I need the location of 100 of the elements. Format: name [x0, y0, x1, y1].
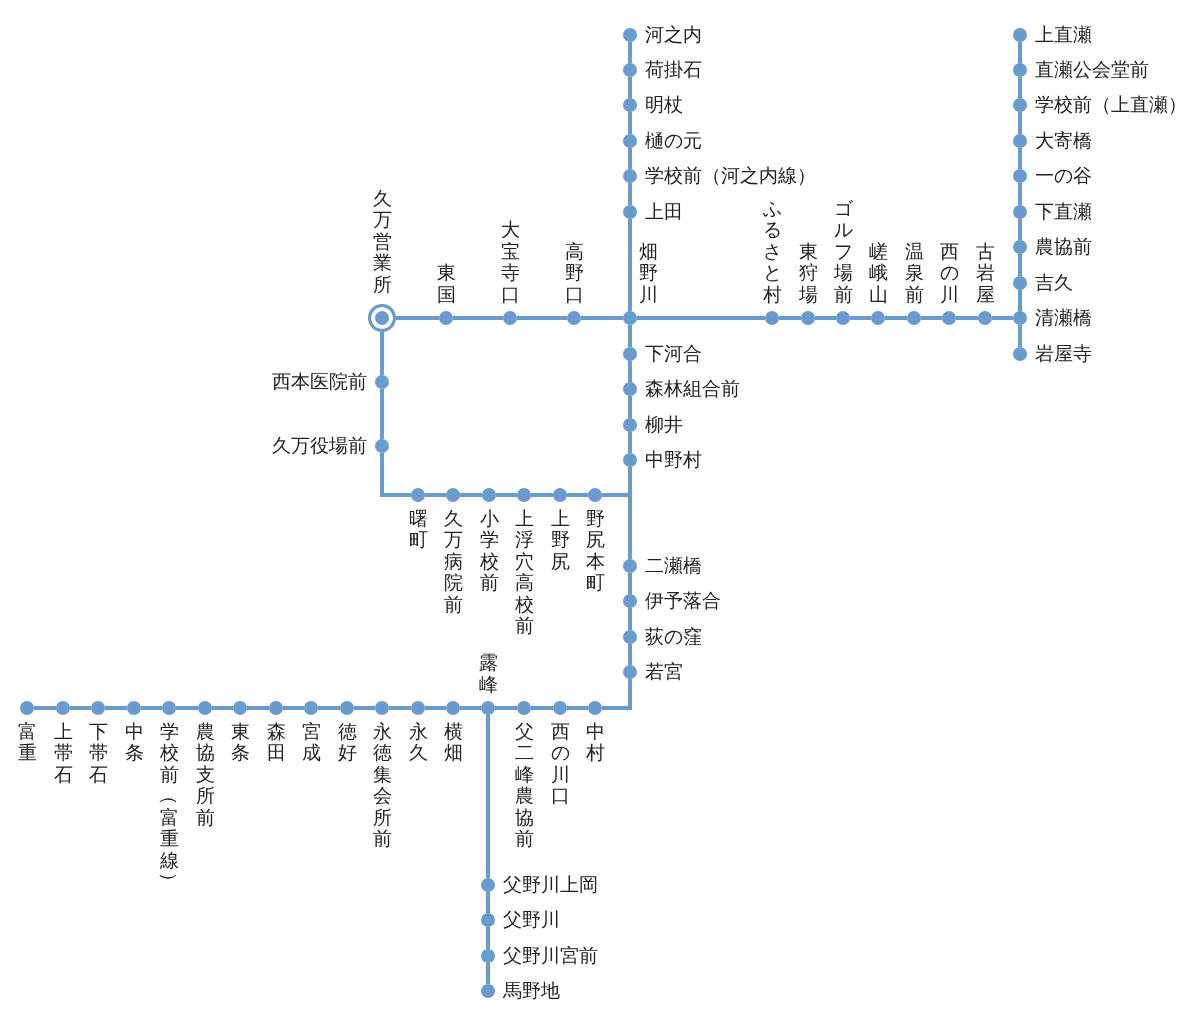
route-line: [486, 963, 490, 984]
station-name: 東条: [230, 721, 250, 764]
route-line: [496, 493, 517, 497]
route-line: [283, 706, 304, 710]
station-name: 学校前（上直瀬）: [1035, 94, 1187, 116]
station-name: 上浮穴高校前: [514, 508, 534, 637]
station-name: 農協支所前: [195, 721, 215, 829]
station-name: 直瀬公会堂前: [1035, 59, 1149, 81]
station-name: 曙町: [408, 508, 428, 551]
route-line: [380, 453, 411, 497]
route-line: [1018, 112, 1022, 134]
route-line: [1018, 219, 1022, 240]
station-name: 父二峰農協前: [514, 721, 534, 850]
station-name: 久万営業所: [372, 187, 392, 295]
route-line: [956, 316, 978, 320]
station-name: 小学校前: [479, 508, 499, 594]
station-name: 下河合: [645, 343, 702, 365]
route-line: [628, 148, 632, 169]
route-line: [247, 706, 269, 710]
station-name: 伊予落合: [645, 590, 721, 612]
station-name: 父野川: [503, 909, 560, 931]
station-name: 清瀬橋: [1035, 307, 1092, 329]
route-line: [486, 927, 490, 949]
route-line: [628, 219, 632, 311]
route-line: [628, 432, 632, 453]
route-line: [460, 493, 482, 497]
route-line: [531, 706, 553, 710]
route-line: [628, 325, 632, 347]
route-line: [1018, 77, 1022, 98]
station-name: 宮成: [301, 721, 321, 764]
route-line: [453, 316, 503, 320]
station-name: 農協前: [1035, 236, 1092, 258]
route-line: [602, 493, 632, 559]
route-line: [1018, 254, 1022, 276]
station-name: 中条: [124, 721, 144, 764]
station-name: 若宮: [645, 661, 683, 683]
route-line: [1018, 290, 1022, 311]
station-name: 畑野川: [639, 240, 658, 305]
station-name: 大寄橋: [1035, 130, 1092, 152]
route-line: [637, 316, 765, 320]
station-name: 東国: [436, 262, 456, 305]
route-line: [885, 316, 907, 320]
route-line: [425, 493, 446, 497]
station-name: 野尻本町: [585, 508, 605, 594]
station-name: 柳井: [645, 414, 683, 436]
route-line: [531, 493, 553, 497]
route-line: [815, 316, 836, 320]
route-line: [389, 706, 411, 710]
route-line: [380, 389, 384, 439]
route-line: [354, 706, 375, 710]
route-line: [581, 316, 623, 320]
route-line: [628, 396, 632, 418]
route-line: [628, 77, 632, 98]
route-line: [495, 706, 517, 710]
station-name: 森林組合前: [645, 378, 740, 400]
station-name: 高野口: [564, 240, 584, 305]
station-name: 明杖: [645, 94, 683, 116]
station-name: 上田: [645, 201, 683, 223]
route-line: [1018, 42, 1022, 63]
station-name: 馬野地: [503, 980, 560, 1002]
route-line: [517, 316, 567, 320]
route-line: [34, 706, 56, 710]
station-name: 樋の元: [645, 130, 702, 152]
station-name: 西の川: [939, 240, 959, 305]
station-name: 古岩屋: [975, 240, 995, 305]
station-name: ふるさと村: [762, 197, 782, 305]
route-line: [628, 644, 632, 665]
station-name: 上帯石: [53, 721, 73, 786]
station-name: ゴルフ場前: [833, 197, 853, 305]
station-name: 吉久: [1035, 272, 1073, 294]
route-line: [779, 316, 801, 320]
route-line: [176, 706, 198, 710]
station-name: 西の川口: [550, 721, 570, 807]
station-name: 富重: [17, 721, 37, 764]
route-line: [460, 706, 481, 710]
route-line: [1018, 148, 1022, 169]
station-name: 学校前（富重線）: [159, 721, 179, 893]
route-line: [1018, 325, 1022, 347]
station-name: 露峰: [478, 652, 498, 695]
station-name: 東狩場: [798, 240, 818, 305]
station-name: 父野川宮前: [503, 945, 598, 967]
station-name: 横畑: [443, 721, 463, 764]
station-name: 父野川上岡: [503, 874, 598, 896]
station-name: 温泉前: [904, 240, 924, 305]
route-line: [396, 316, 439, 320]
route-line: [628, 361, 632, 382]
station-name: 大宝寺口: [500, 219, 520, 305]
station-name: 下直瀬: [1035, 201, 1092, 223]
station-name: 森田: [266, 721, 286, 764]
station-name: 久万病院前: [443, 508, 463, 616]
route-line: [318, 706, 340, 710]
route-line: [486, 892, 490, 913]
route-line: [425, 706, 446, 710]
route-line: [628, 608, 632, 630]
route-line: [628, 42, 632, 63]
route-line: [380, 332, 384, 375]
route-line: [567, 493, 588, 497]
route-line: [567, 706, 588, 710]
station-name: 荻の窪: [645, 626, 702, 648]
station-name: 上直瀬: [1035, 24, 1092, 46]
